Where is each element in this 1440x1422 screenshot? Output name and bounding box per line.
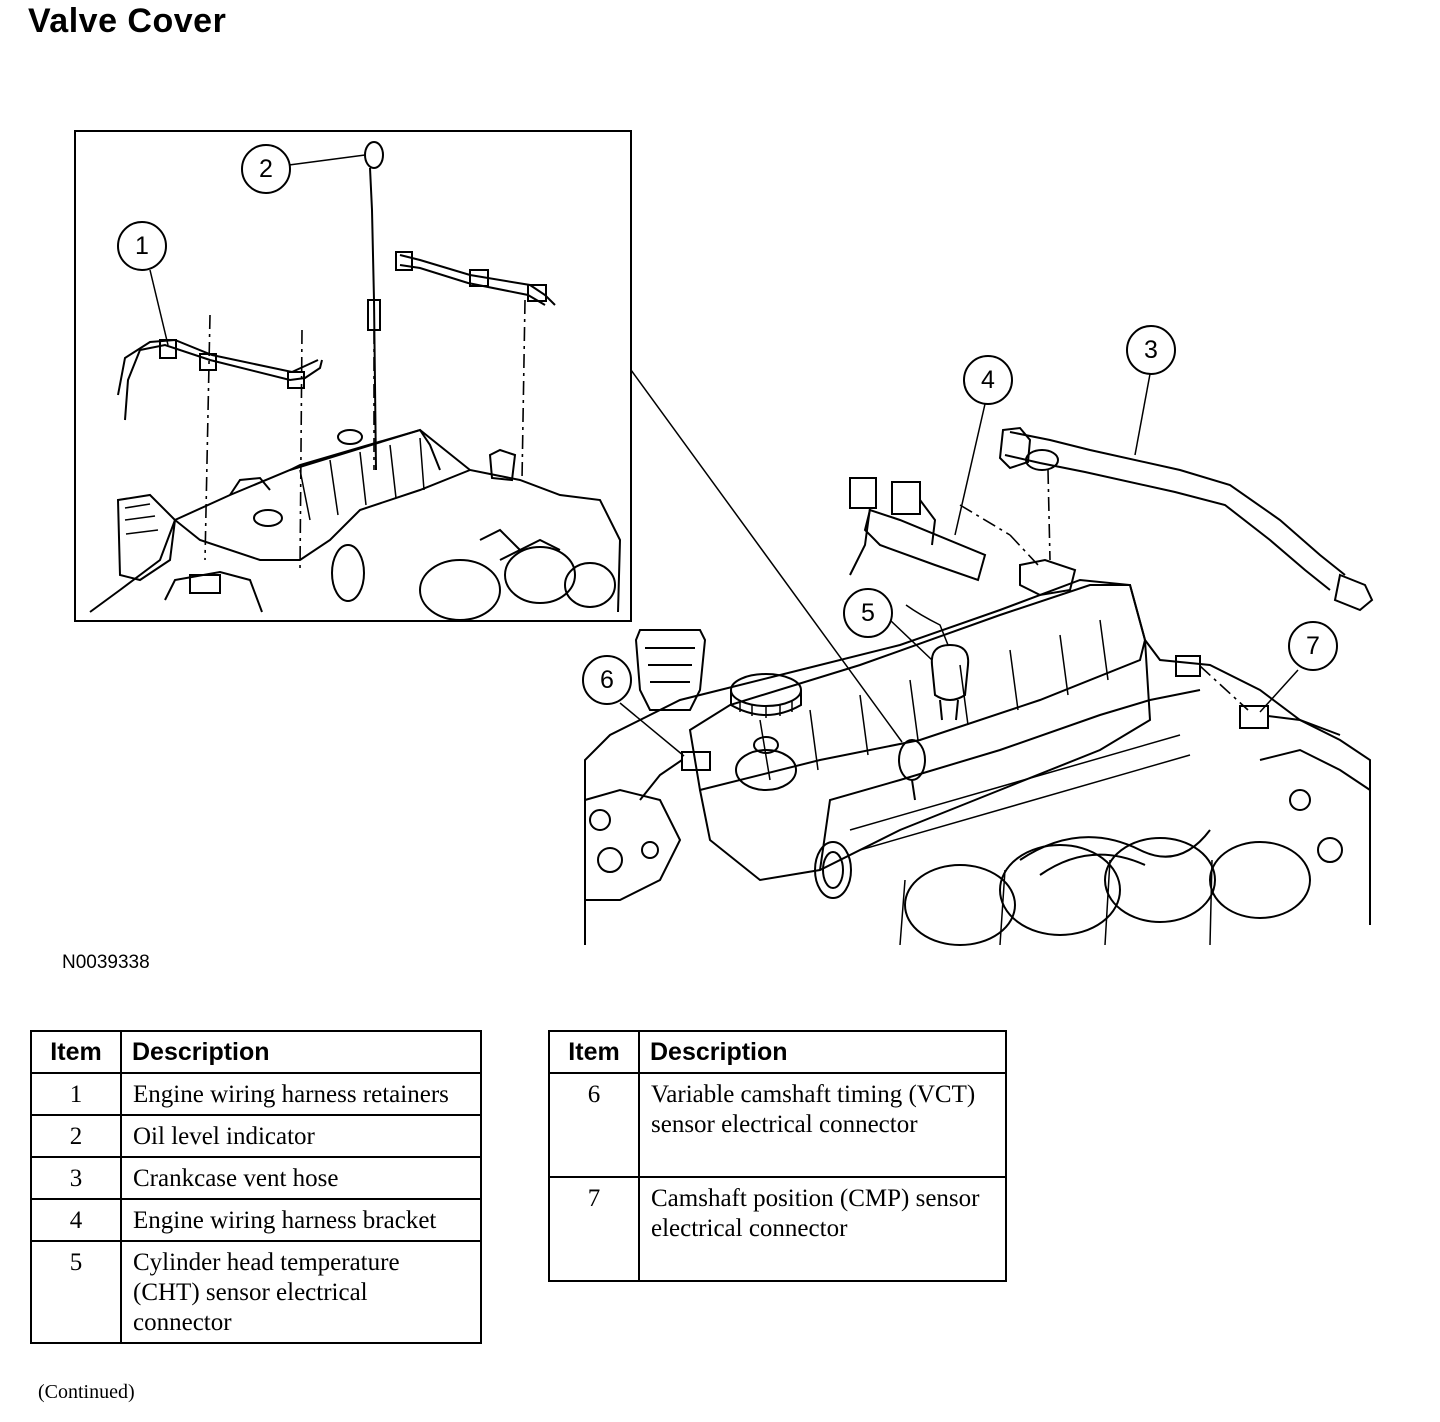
callout-7: 7 bbox=[1288, 621, 1338, 671]
table-row: 3 Crankcase vent hose bbox=[30, 1156, 482, 1200]
page-title: Valve Cover bbox=[28, 2, 227, 40]
svg-text:6: 6 bbox=[600, 666, 614, 694]
callout-4: 4 bbox=[963, 355, 1013, 405]
item-description: Engine wiring harness bracket bbox=[120, 1198, 482, 1242]
table-row: 1 Engine wiring harness retainers bbox=[30, 1072, 482, 1116]
table-row: 2 Oil level indicator bbox=[30, 1114, 482, 1158]
callout-1: 1 bbox=[117, 221, 167, 271]
item-description: Variable camshaft timing (VCT) sensor el… bbox=[638, 1072, 1007, 1178]
description-column-header: Description bbox=[638, 1030, 1007, 1074]
table-row: 5 Cylinder head temperature (CHT) sensor… bbox=[30, 1240, 482, 1344]
item-description: Crankcase vent hose bbox=[120, 1156, 482, 1200]
valve-cover-diagram: 1 2 3 4 5 6 7 bbox=[74, 130, 1374, 946]
main-engine-view bbox=[584, 426, 1374, 946]
figure-id: N0039338 bbox=[62, 952, 150, 973]
table-row: 4 Engine wiring harness bracket bbox=[30, 1198, 482, 1242]
item-number: 4 bbox=[30, 1198, 122, 1242]
item-number: 7 bbox=[548, 1176, 640, 1282]
svg-text:3: 3 bbox=[1144, 336, 1158, 364]
item-number: 2 bbox=[30, 1114, 122, 1158]
item-number: 3 bbox=[30, 1156, 122, 1200]
callout-3: 3 bbox=[1126, 325, 1176, 375]
item-number: 1 bbox=[30, 1072, 122, 1116]
svg-text:7: 7 bbox=[1306, 632, 1320, 660]
legend-table-left: Item Description 1 Engine wiring harness… bbox=[30, 1030, 482, 1344]
continued-note: (Continued) bbox=[38, 1381, 135, 1403]
svg-text:1: 1 bbox=[135, 232, 149, 260]
item-column-header: Item bbox=[30, 1030, 122, 1074]
callout-5: 5 bbox=[843, 588, 893, 638]
inset-leader-line bbox=[630, 369, 903, 743]
svg-text:4: 4 bbox=[981, 366, 995, 394]
item-number: 6 bbox=[548, 1072, 640, 1178]
item-number: 5 bbox=[30, 1240, 122, 1344]
callout-2: 2 bbox=[241, 144, 291, 194]
item-description: Engine wiring harness retainers bbox=[120, 1072, 482, 1116]
table-row: 7 Camshaft position (CMP) sensor electri… bbox=[548, 1176, 1007, 1282]
table-header-row: Item Description bbox=[30, 1030, 482, 1074]
table-header-row: Item Description bbox=[548, 1030, 1007, 1074]
callout-6: 6 bbox=[582, 655, 632, 705]
table-row: 6 Variable camshaft timing (VCT) sensor … bbox=[548, 1072, 1007, 1178]
description-column-header: Description bbox=[120, 1030, 482, 1074]
item-column-header: Item bbox=[548, 1030, 640, 1074]
item-description: Camshaft position (CMP) sensor electrica… bbox=[638, 1176, 1007, 1282]
svg-text:5: 5 bbox=[861, 599, 875, 627]
svg-text:2: 2 bbox=[259, 155, 273, 183]
item-description: Cylinder head temperature (CHT) sensor e… bbox=[120, 1240, 482, 1344]
item-description: Oil level indicator bbox=[120, 1114, 482, 1158]
callout-leaders bbox=[149, 154, 1299, 757]
inset-detail bbox=[74, 130, 632, 622]
legend-table-right: Item Description 6 Variable camshaft tim… bbox=[548, 1030, 1007, 1282]
